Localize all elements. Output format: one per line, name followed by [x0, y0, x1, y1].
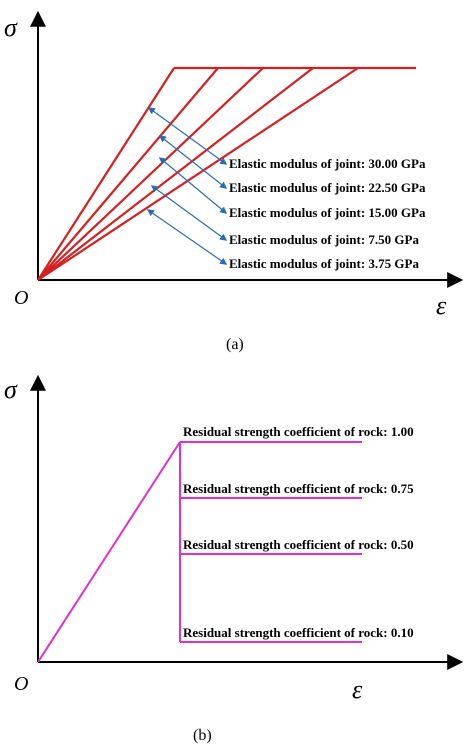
panel-a-label-22-5: Elastic modulus of joint: 22.50 GPa	[229, 180, 426, 195]
panel-a-x-symbol: ε	[436, 291, 447, 320]
panel-a-curve-3-75	[37, 67, 359, 281]
panel-a: σ ε O Elastic modulus of joint: 30.00 GP…	[4, 10, 464, 353]
panel-a-leader-arrows	[146, 107, 228, 265]
panel-b-label-0-50: Residual strength coefficient of rock: 0…	[183, 537, 414, 552]
panel-b-label-1-00: Residual strength coefficient of rock: 1…	[183, 424, 414, 439]
panel-b-label-0-75: Residual strength coefficient of rock: 0…	[183, 481, 414, 496]
panel-b-elastic-branch	[37, 441, 181, 663]
panel-a-curves	[37, 66, 416, 281]
panel-a-arrow-4	[150, 185, 228, 241]
panel-a-origin: O	[14, 287, 28, 309]
panel-a-label-30: Elastic modulus of joint: 30.00 GPa	[229, 156, 426, 171]
panel-a-curve-7-5	[37, 67, 314, 281]
panel-a-curve-30	[37, 67, 175, 281]
panel-b-x-symbol: ε	[352, 675, 363, 704]
panel-a-labels: Elastic modulus of joint: 30.00 GPa Elas…	[229, 156, 426, 271]
panel-b-caption: (b)	[193, 727, 212, 744]
panel-b-labels: Residual strength coefficient of rock: 1…	[183, 424, 414, 640]
panel-a-caption: (a)	[226, 336, 244, 353]
panel-a-label-15: Elastic modulus of joint: 15.00 GPa	[229, 205, 426, 220]
panel-a-curve-22-5	[37, 67, 219, 281]
panel-b-y-symbol: σ	[4, 375, 18, 404]
panel-a-arrow-3	[158, 157, 228, 214]
panel-b-curves	[37, 441, 362, 663]
panel-a-y-symbol: σ	[4, 13, 18, 42]
panel-a-label-3-75: Elastic modulus of joint: 3.75 GPa	[229, 256, 419, 271]
panel-a-curve-15	[37, 67, 264, 281]
panel-a-label-7-5: Elastic modulus of joint: 7.50 GPa	[229, 232, 419, 247]
panel-b-label-0-10: Residual strength coefficient of rock: 0…	[183, 625, 414, 640]
panel-b-origin: O	[14, 673, 28, 695]
panel-a-arrow-5	[146, 209, 228, 265]
panel-b: σ ε O Residual strength coefficient of r…	[4, 374, 464, 744]
